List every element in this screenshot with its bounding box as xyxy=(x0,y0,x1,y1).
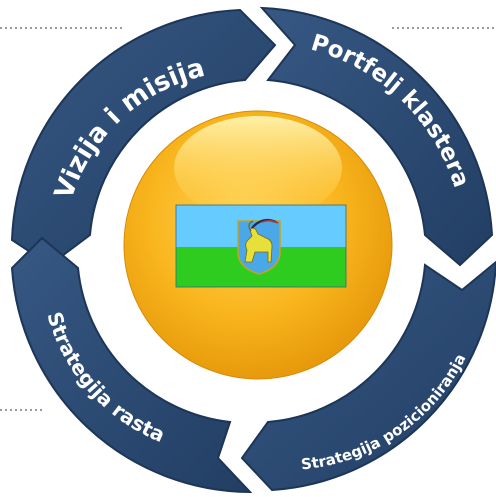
ribbon-red xyxy=(261,219,279,224)
segment-strategija-rasta xyxy=(10,236,253,494)
goat-coat-of-arms-icon xyxy=(237,218,281,275)
segment-strategija-pozicioniranja xyxy=(240,260,496,492)
flag-border xyxy=(175,204,347,288)
segment-vizija-i-misija xyxy=(10,8,277,267)
goat-horn xyxy=(248,220,254,232)
goat-icon xyxy=(244,227,273,263)
orb-gloss xyxy=(174,116,342,220)
segment-portfelj-klastera xyxy=(259,6,494,267)
dotted-lines xyxy=(0,27,496,411)
ring-segments xyxy=(10,6,496,494)
